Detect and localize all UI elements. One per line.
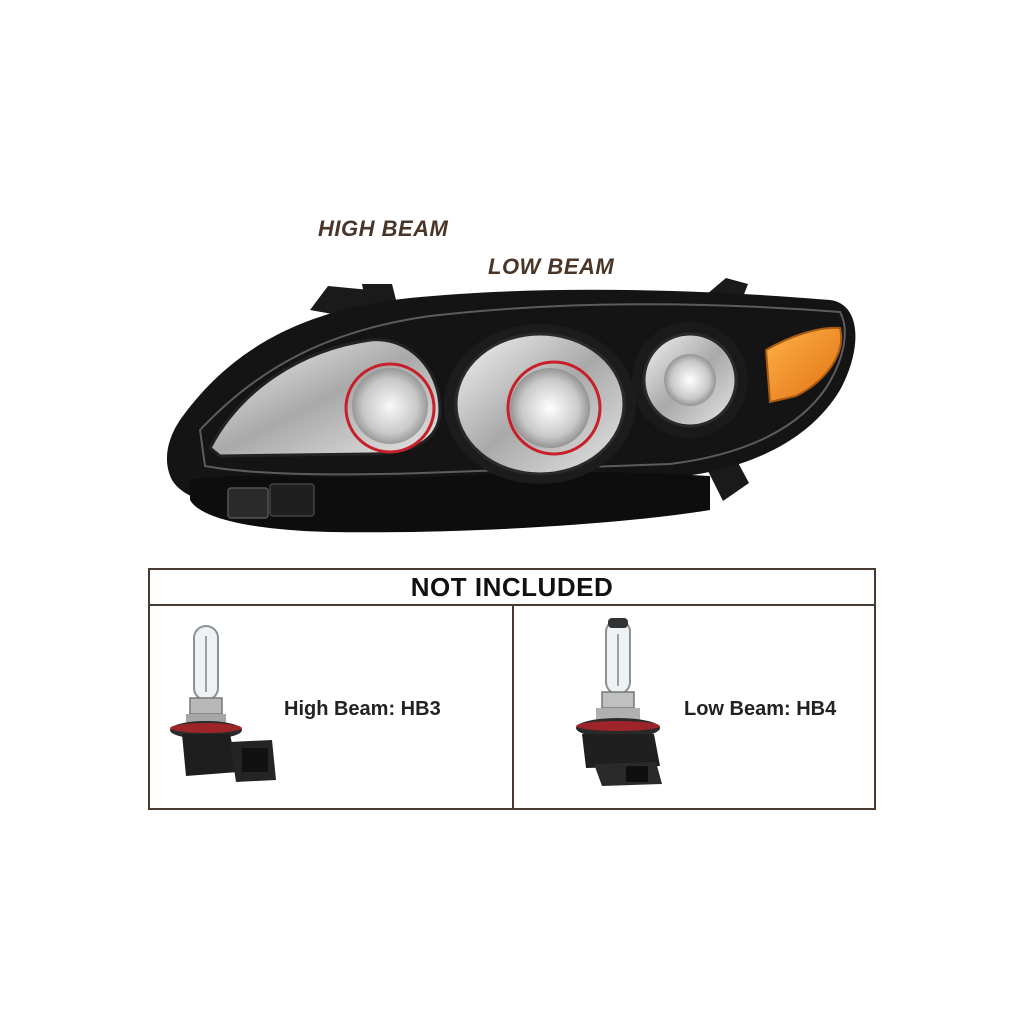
amber-reflector bbox=[764, 326, 843, 404]
low-beam-bulb-label: Low Beam: HB4 bbox=[684, 698, 837, 720]
low-beam-callout: LOW BEAM bbox=[488, 254, 615, 279]
high-beam-callout: HIGH BEAM bbox=[318, 216, 449, 241]
panel-divider bbox=[512, 604, 514, 810]
not-included-title: NOT INCLUDED bbox=[410, 571, 614, 602]
hb4-bulb-icon bbox=[576, 618, 662, 786]
low-beam-highlight-circle bbox=[506, 360, 602, 456]
hb3-bulb-icon bbox=[170, 625, 276, 782]
headlight-assembly-image bbox=[166, 278, 856, 533]
high-beam-highlight-circle bbox=[344, 362, 436, 454]
low-beam-bulb-cell: Low Beam: HB4 bbox=[514, 606, 876, 810]
not-included-panel: NOT INCLUDED High Beam: HB3 bbox=[148, 568, 876, 810]
high-beam-bulb-cell: High Beam: HB3 bbox=[150, 606, 512, 810]
high-beam-bulb-label: High Beam: HB3 bbox=[284, 698, 441, 720]
not-included-header: NOT INCLUDED bbox=[150, 570, 874, 606]
